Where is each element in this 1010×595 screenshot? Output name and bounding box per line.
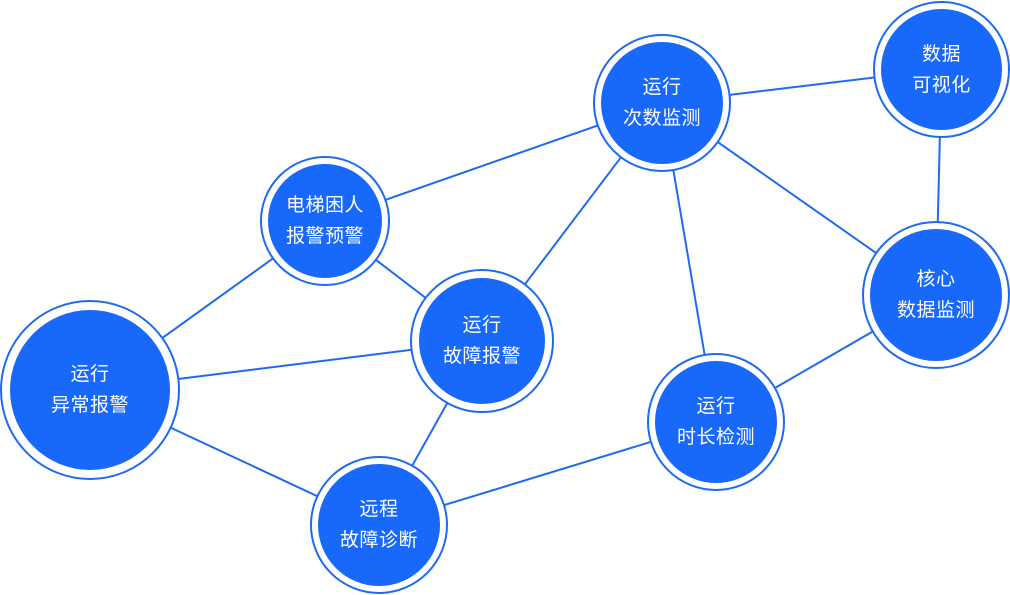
node-remote-diagnosis-line1: 远程 xyxy=(359,498,399,520)
node-elevator-trapped: 电梯困人 报警预警 xyxy=(260,156,390,286)
node-elevator-trapped-circle: 电梯困人 报警预警 xyxy=(268,164,382,278)
node-fault-alarm-line1: 运行 xyxy=(462,314,502,336)
node-duration-detection: 运行 时长检测 xyxy=(647,353,785,491)
node-fault-alarm-line2: 故障报警 xyxy=(442,345,521,367)
node-data-visualization-line1: 数据 xyxy=(921,42,961,65)
node-data-visualization-line2: 可视化 xyxy=(912,73,971,96)
node-duration-detection-line1: 运行 xyxy=(696,395,736,417)
node-data-visualization-circle: 数据 可视化 xyxy=(881,9,1002,130)
node-fault-alarm-circle: 运行 故障报警 xyxy=(419,278,545,404)
node-operation-count: 运行 次数监测 xyxy=(593,34,731,172)
node-core-data: 核心 数据监测 xyxy=(862,221,1010,369)
node-duration-detection-circle: 运行 时长检测 xyxy=(655,361,777,483)
node-elevator-trapped-line1: 电梯困人 xyxy=(285,194,364,216)
node-core-data-line1: 核心 xyxy=(916,268,956,290)
node-fault-alarm: 运行 故障报警 xyxy=(410,269,554,413)
node-remote-diagnosis: 远程 故障诊断 xyxy=(310,456,448,594)
node-remote-diagnosis-line2: 故障诊断 xyxy=(339,529,418,551)
node-operation-count-circle: 运行 次数监测 xyxy=(601,42,723,164)
node-elevator-trapped-line2: 报警预警 xyxy=(285,225,364,247)
node-abnormal-alarm-circle: 运行 异常报警 xyxy=(10,310,170,470)
node-core-data-circle: 核心 数据监测 xyxy=(870,229,1002,361)
node-abnormal-alarm-line2: 异常报警 xyxy=(50,394,129,416)
node-core-data-line2: 数据监测 xyxy=(896,299,975,321)
node-data-visualization: 数据 可视化 xyxy=(873,1,1010,138)
node-abnormal-alarm-line1: 运行 xyxy=(70,363,110,385)
node-duration-detection-line2: 时长检测 xyxy=(676,426,755,448)
node-abnormal-alarm: 运行 异常报警 xyxy=(0,300,180,480)
node-operation-count-line1: 运行 xyxy=(642,76,682,98)
node-remote-diagnosis-circle: 远程 故障诊断 xyxy=(318,464,440,586)
node-operation-count-line2: 次数监测 xyxy=(622,107,701,129)
